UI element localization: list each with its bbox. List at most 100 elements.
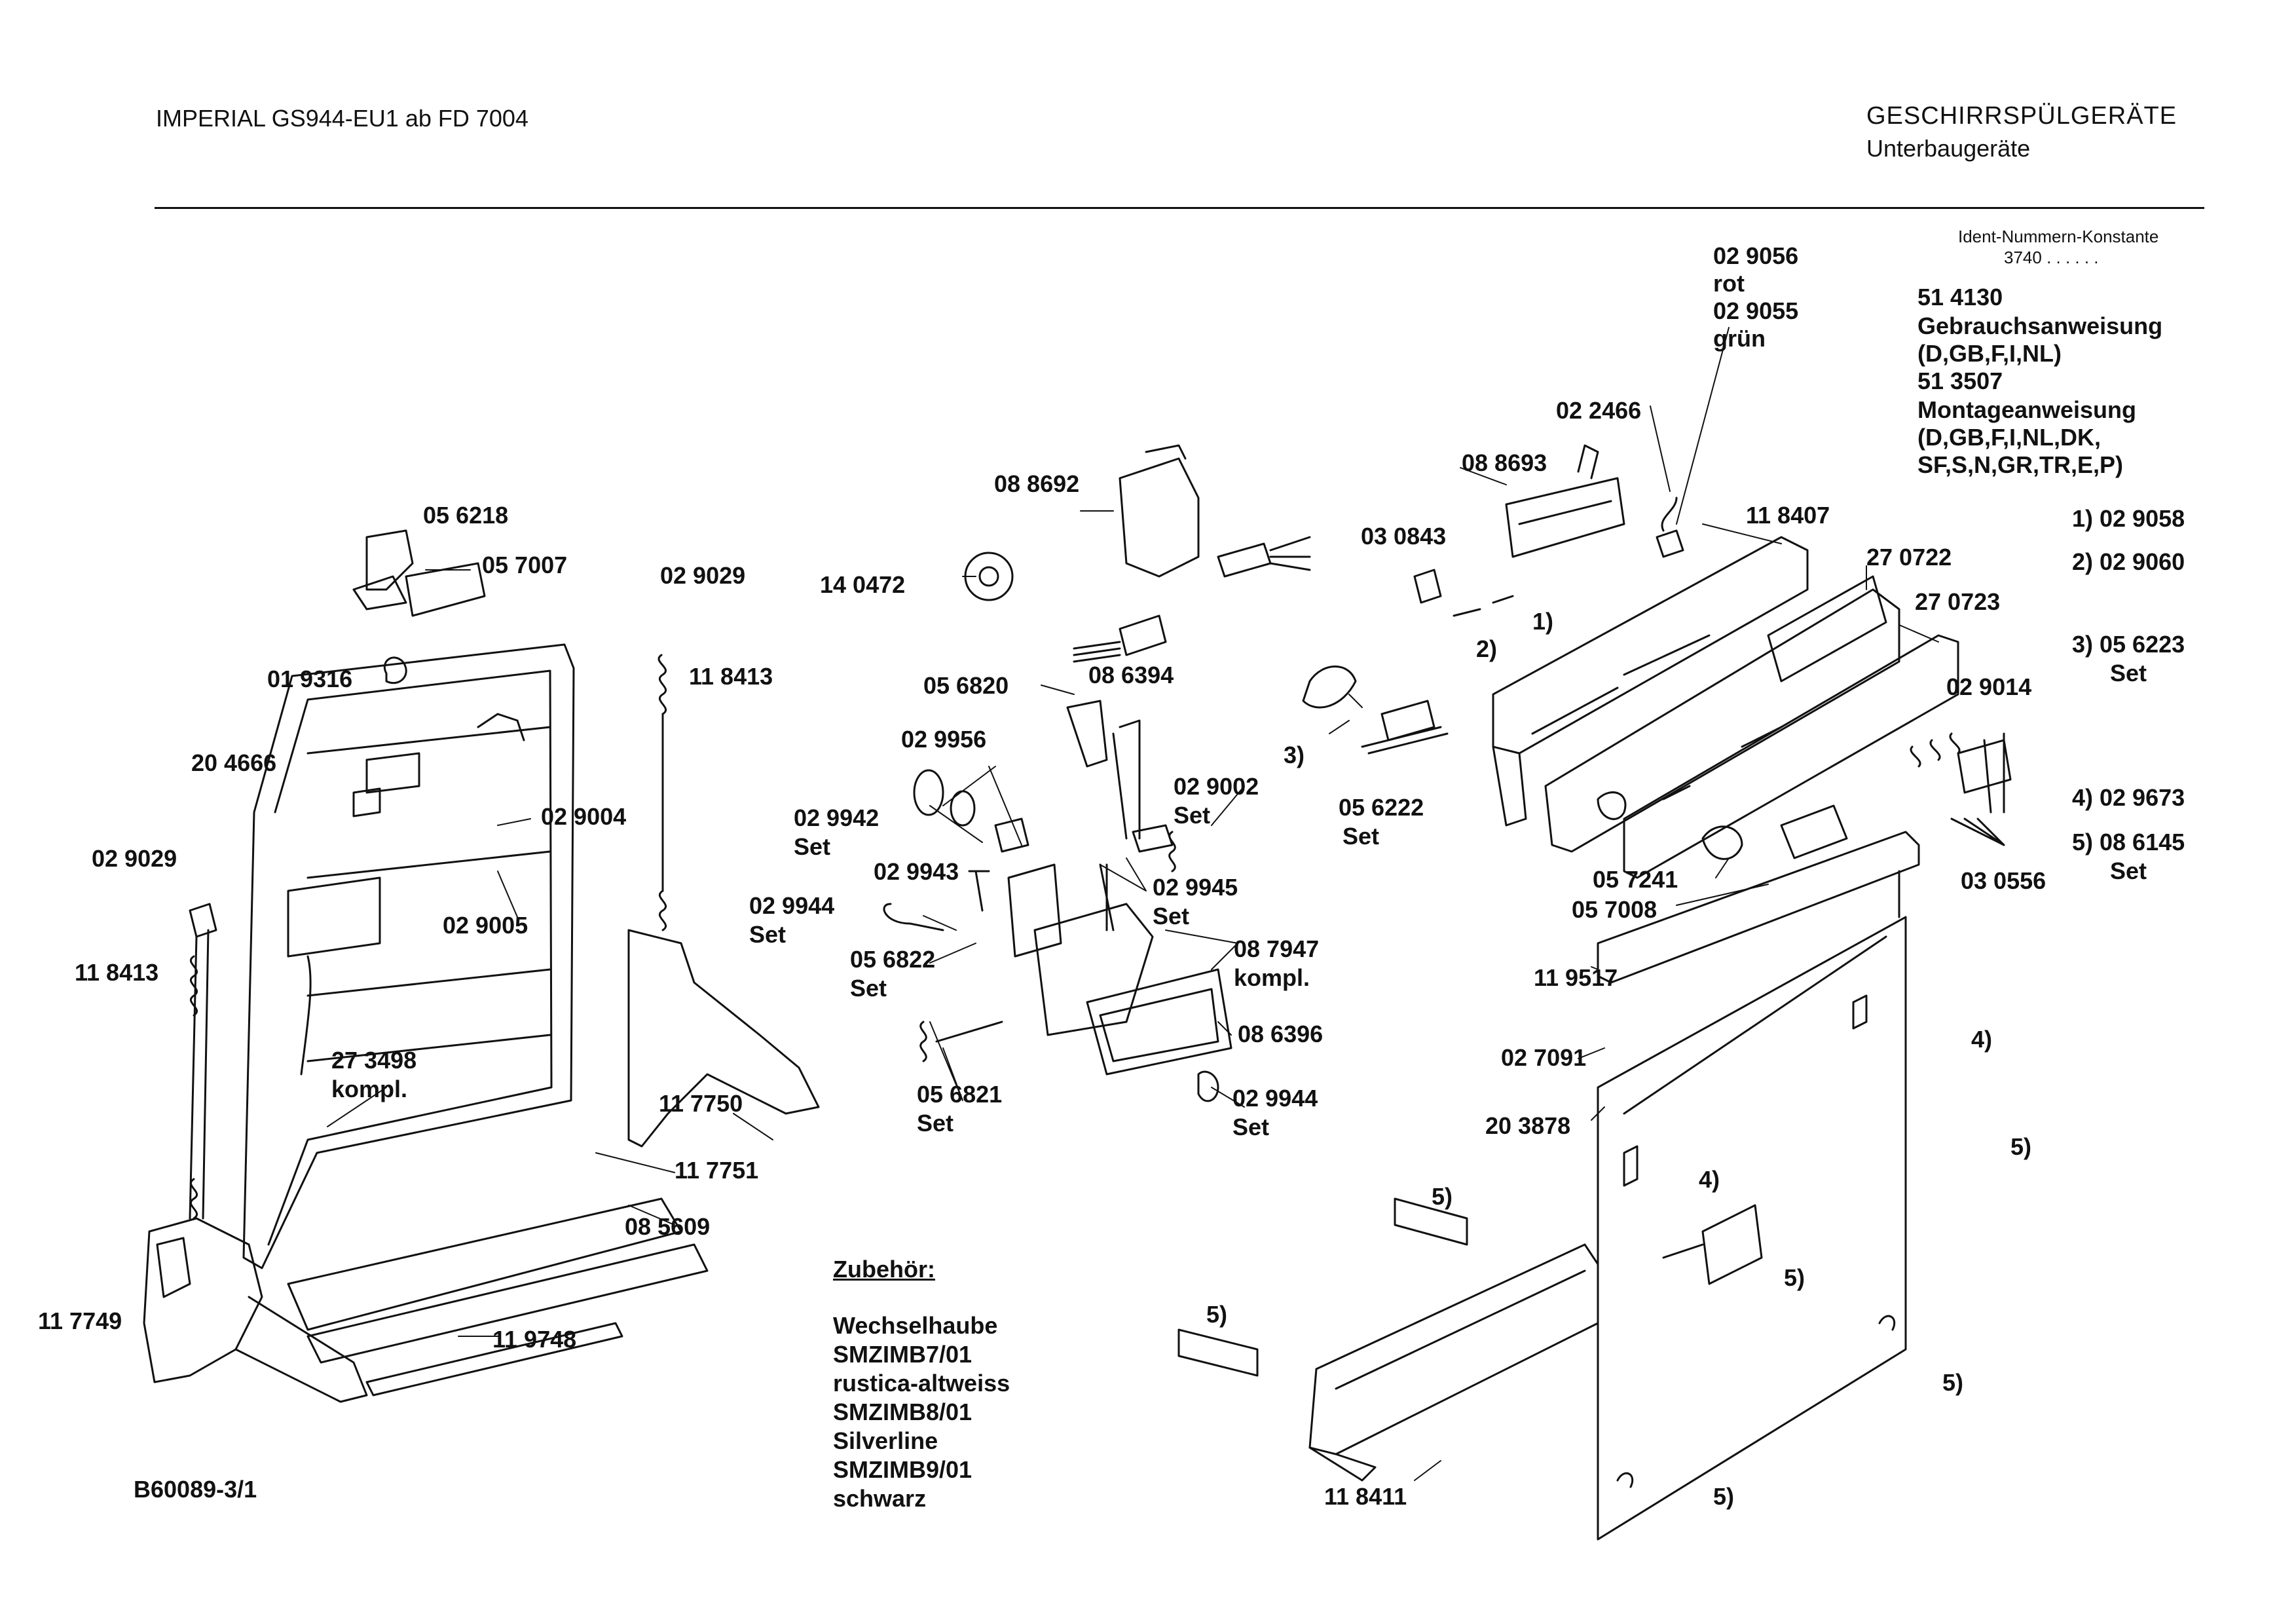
marker-5-a: 5) [2010, 1133, 2032, 1160]
part-label-056820: 05 6820 [923, 672, 1009, 699]
part-label-056822: 05 6822 [850, 946, 936, 973]
marker-5-c: 5) [1784, 1264, 1805, 1291]
part-label-029056: 02 9056 [1713, 242, 1799, 269]
part-label-030843: 03 0843 [1361, 523, 1447, 550]
accessories-line-2: SMZIMB7/01 [833, 1341, 972, 1368]
part-label-086396: 08 6396 [1238, 1021, 1324, 1047]
part-label-029942: 02 9942 [794, 804, 880, 831]
part-label-057007: 05 7007 [482, 552, 568, 578]
footnote-3: 3) 05 6223 [2072, 631, 2185, 658]
subcategory-title: Unterbaugeräte [1866, 135, 2031, 162]
part-label-019316: 01 9316 [267, 666, 353, 692]
part-label-029029-left: 02 9029 [92, 845, 177, 872]
part-label-022466: 02 2466 [1556, 397, 1642, 424]
door-frame-drawing [244, 645, 574, 1268]
part-label-029056-rot: rot [1713, 270, 1745, 297]
part-label-140472: 14 0472 [820, 571, 906, 598]
doc-line-7: SF,S,N,GR,TR,E,P) [1917, 451, 2124, 478]
kick-plate-drawing [1179, 1199, 1598, 1480]
model-title: IMPERIAL GS944-EU1 ab FD 7004 [156, 105, 528, 132]
ident-label: Ident-Nummern-Konstante [1958, 227, 2159, 246]
part-label-118411: 11 8411 [1324, 1483, 1407, 1510]
door-lock-drawing [884, 701, 1231, 1101]
part-label-118407: 11 8407 [1746, 502, 1830, 529]
part-label-029944-right: 02 9944 [1232, 1085, 1318, 1112]
accessories-line-4: SMZIMB8/01 [833, 1398, 972, 1425]
part-label-029944-left-set: Set [749, 921, 787, 948]
part-label-087947: 08 7947 [1234, 935, 1320, 962]
leader-lines [327, 328, 1938, 1480]
ident-value: 3740 . . . . . . [2004, 248, 2099, 267]
part-label-056222-set: Set [1342, 823, 1380, 850]
part-label-273498: 27 3498 [331, 1047, 417, 1074]
part-label-118413-right: 11 8413 [689, 663, 773, 690]
part-label-030556: 03 0556 [1961, 867, 2046, 894]
footnote-2: 2) 02 9060 [2072, 548, 2185, 575]
part-label-117750: 11 7750 [659, 1090, 743, 1117]
part-label-057241: 05 7241 [1593, 866, 1678, 893]
part-label-056821: 05 6821 [917, 1081, 1003, 1108]
marker-5-d: 5) [1206, 1301, 1228, 1328]
part-label-056822-set: Set [850, 975, 887, 1002]
part-label-119748: 11 9748 [492, 1326, 577, 1353]
footnote-5-set: Set [2110, 857, 2147, 884]
accessories-line-5: Silverline [833, 1427, 938, 1454]
part-label-029055: 02 9055 [1713, 297, 1799, 324]
marker-1: 1) [1532, 608, 1554, 635]
part-label-029002-set: Set [1174, 802, 1211, 829]
part-label-203878: 20 3878 [1485, 1112, 1571, 1139]
part-label-204666: 20 4666 [191, 749, 277, 776]
doc-line-5: Montageanweisung [1917, 396, 2137, 423]
terminal-strip-drawing [1415, 445, 1683, 616]
part-label-118413-left: 11 8413 [75, 959, 159, 986]
part-label-057008: 05 7008 [1572, 896, 1657, 923]
footnote-5: 5) 08 6145 [2072, 829, 2185, 855]
part-label-029943: 02 9943 [874, 858, 959, 885]
part-label-087947-kompl: kompl. [1234, 964, 1310, 991]
part-label-029029-right: 02 9029 [660, 562, 746, 589]
part-label-029014: 02 9014 [1946, 673, 2032, 700]
part-label-056222: 05 6222 [1339, 794, 1424, 821]
part-label-119517: 11 9517 [1534, 964, 1618, 991]
part-label-270723: 27 0723 [1915, 588, 2001, 615]
handle-strip-drawing [1598, 832, 1919, 983]
top-bracket-drawing [354, 531, 485, 683]
part-label-029055-grun: grün [1713, 325, 1766, 352]
marker-3: 3) [1284, 741, 1305, 768]
part-label-029944-left: 02 9944 [749, 892, 835, 919]
footnote-3-set: Set [2110, 660, 2147, 686]
part-label-117749: 11 7749 [38, 1307, 122, 1334]
part-label-117751: 11 7751 [675, 1157, 759, 1184]
doc-line-2: Gebrauchsanweisung [1917, 312, 2163, 339]
marker-2: 2) [1476, 635, 1498, 662]
marker-4-right: 4) [1971, 1026, 1993, 1053]
doc-line-1: 51 4130 [1917, 284, 2003, 310]
accessories-line-6: SMZIMB9/01 [833, 1456, 972, 1483]
part-label-029005: 02 9005 [443, 912, 528, 939]
doc-line-3: (D,GB,F,I,NL) [1917, 340, 2062, 367]
part-label-029942-set: Set [794, 833, 831, 860]
accessories-line-7: schwarz [833, 1485, 927, 1512]
bottom-rail-drawing [288, 1199, 707, 1395]
marker-5-f: 5) [1713, 1483, 1735, 1510]
cam-switch-drawing [1303, 667, 1447, 754]
doc-line-4: 51 3507 [1917, 367, 2003, 394]
marker-5-e: 5) [1942, 1369, 1964, 1396]
part-label-029956: 02 9956 [901, 726, 987, 753]
control-panel-drawing [1493, 537, 1958, 878]
right-hinge-drawing [629, 655, 819, 1146]
part-label-088693: 08 8693 [1462, 449, 1547, 476]
part-label-088692: 08 8692 [994, 470, 1080, 497]
part-label-270722: 27 0722 [1866, 544, 1952, 571]
part-label-056821-set: Set [917, 1110, 954, 1136]
accessories-title: Zubehör: [833, 1256, 935, 1283]
drawing-number: B60089-3/1 [134, 1476, 257, 1503]
marker-5-b: 5) [1432, 1183, 1453, 1210]
left-hinge-drawing [144, 904, 367, 1402]
part-label-273498-kompl: kompl. [331, 1076, 408, 1102]
doc-line-6: (D,GB,F,I,NL,DK, [1917, 424, 2101, 451]
part-label-029945: 02 9945 [1153, 874, 1238, 901]
part-label-085609: 08 5609 [625, 1213, 711, 1240]
accessories-line-3: rustica-altweiss [833, 1370, 1010, 1397]
